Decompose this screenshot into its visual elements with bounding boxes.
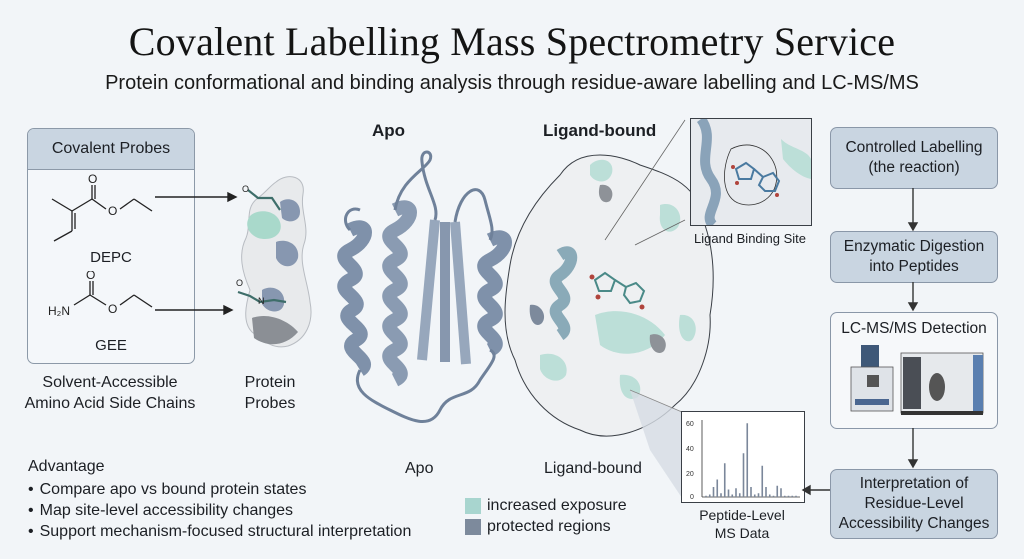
advantage-item: Map site-level accessibility changes (28, 500, 411, 521)
workflow-step-digestion: Enzymatic Digestion into Peptides (830, 231, 998, 283)
protected-swatch (465, 519, 481, 535)
workflow-step-interpretation: Interpretation of Residue-Level Accessib… (830, 469, 998, 539)
protein-probes-caption-line2: Probes (244, 395, 296, 412)
y-tick-0: 0 (690, 494, 694, 501)
step-digestion-line2: into Peptides (869, 258, 959, 275)
probes-caption: Solvent-Accessible Amino Acid Side Chain… (14, 372, 206, 414)
advantage-section: Advantage Compare apo vs bound protein s… (28, 456, 411, 542)
svg-text:H₂N: H₂N (48, 304, 70, 318)
svg-text:O: O (108, 204, 117, 218)
y-tick-60: 60 (686, 421, 694, 428)
workflow-step-labelling: Controlled Labelling (the reaction) (830, 127, 998, 189)
legend-label-exposure: increased exposure (487, 497, 627, 514)
binding-site-image (696, 116, 811, 229)
ms-zoom-wedge (629, 389, 683, 498)
workflow-arrows (801, 188, 919, 496)
ms-caption-line2: MS Data (714, 525, 770, 541)
step-interpretation-line3: Accessibility Changes (838, 515, 990, 532)
binding-site-zoom-lines (604, 119, 686, 246)
protein-probe-surface: O O N (236, 176, 312, 348)
apo-top-label: Apo (372, 121, 406, 140)
ms-spectrum-chart: 60 40 20 0 (686, 420, 800, 501)
step-interpretation-line2: Residue-Level (864, 495, 964, 512)
probes-caption-line1: Solvent-Accessible (42, 374, 178, 391)
page-title: Covalent Labelling Mass Spectrometry Ser… (128, 19, 896, 64)
probe-arrows (155, 191, 238, 316)
step-lcms-label: LC-MS/MS Detection (841, 320, 987, 337)
workflow-step-lcms: LC-MS/MS Detection (830, 312, 998, 429)
ms-data-caption: Peptide-Level MS Data (680, 506, 804, 542)
probes-caption-line2: Amino Acid Side Chains (24, 395, 196, 412)
page-subtitle: Protein conformational and binding analy… (105, 72, 919, 94)
advantage-list: Compare apo vs bound protein states Map … (28, 479, 412, 542)
depc-label: DEPC (90, 249, 132, 266)
step-labelling-line1: Controlled Labelling (845, 139, 983, 156)
covalent-probes-box: Covalent Probes O O DEPC O H₂N (27, 128, 195, 364)
legend-item-protected: protected regions (465, 517, 627, 537)
svg-text:O: O (236, 278, 243, 288)
depc-structure-icon: O O (51, 172, 153, 242)
protein-probes-caption: Protein Probes (222, 372, 318, 414)
protein-probes-caption-line1: Protein (244, 374, 296, 391)
legend-label-protected: protected regions (487, 518, 611, 535)
svg-text:O: O (242, 184, 249, 194)
mass-spectrometer-icon (850, 345, 984, 415)
gee-label: GEE (95, 337, 127, 354)
ligand-bound-surface-structure (504, 154, 714, 437)
step-labelling-line2: (the reaction) (868, 159, 960, 176)
ms-caption-line1: Peptide-Level (699, 507, 785, 523)
apo-bottom-label: Apo (405, 460, 434, 477)
y-tick-20: 20 (686, 471, 694, 478)
svg-text:O: O (108, 302, 117, 316)
advantage-item: Support mechanism-focused structural int… (28, 521, 412, 542)
advantage-title: Advantage (28, 458, 105, 475)
binding-site-inset (690, 116, 812, 229)
step-digestion-line1: Enzymatic Digestion (843, 238, 985, 255)
legend: increased exposure protected regions (465, 496, 627, 538)
gee-structure-icon: O H₂N O (48, 271, 153, 318)
covalent-probes-title: Covalent Probes (28, 129, 194, 170)
step-interpretation-line1: Interpretation of (859, 475, 969, 492)
ligand-bound-top-label: Ligand-bound (543, 121, 657, 140)
ligand-bound-bottom-label: Ligand-bound (544, 460, 642, 477)
svg-text:O: O (88, 172, 97, 186)
svg-text:O: O (86, 271, 95, 282)
exposure-swatch (465, 498, 481, 514)
svg-text:N: N (258, 296, 265, 306)
y-tick-40: 40 (686, 446, 694, 453)
apo-ribbon-structure (337, 150, 512, 424)
advantage-item: Compare apo vs bound protein states (28, 479, 411, 500)
ms-spectrum-inset: 60 40 20 0 (681, 411, 805, 503)
legend-item-exposure: increased exposure (465, 496, 627, 516)
binding-site-label: Ligand Binding Site (693, 231, 807, 246)
